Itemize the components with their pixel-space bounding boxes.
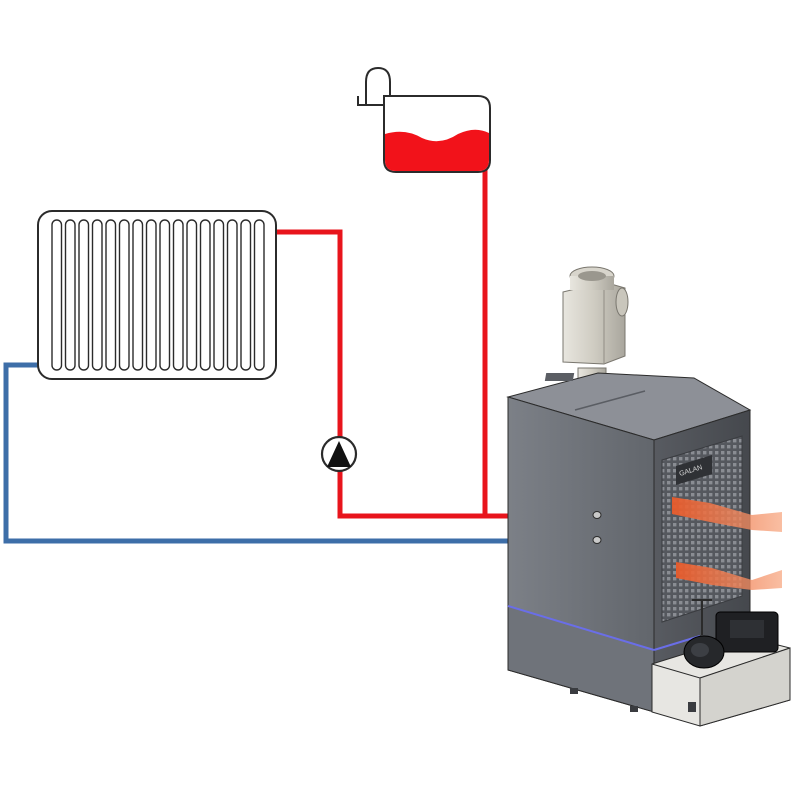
circulation-pump bbox=[320, 435, 358, 473]
radiator-fin bbox=[91, 219, 103, 371]
radiator-fin bbox=[226, 219, 238, 371]
radiator-fin bbox=[118, 219, 130, 371]
return-pipe bbox=[3, 362, 596, 544]
radiator-fin bbox=[172, 219, 184, 371]
radiator-fin bbox=[159, 219, 171, 371]
pump-icon bbox=[327, 441, 351, 467]
radiator bbox=[37, 210, 277, 380]
radiator-fin bbox=[105, 219, 117, 371]
radiator-fins bbox=[51, 219, 265, 371]
return-connector bbox=[592, 536, 602, 544]
heat-output-arrow-lower bbox=[676, 562, 782, 590]
radiator-fin bbox=[240, 219, 252, 371]
radiator-fin bbox=[199, 219, 211, 371]
boiler: GALAN bbox=[506, 266, 791, 727]
radiator-fin bbox=[253, 219, 265, 371]
radiator-fin bbox=[186, 219, 198, 371]
radiator-fin bbox=[132, 219, 144, 371]
radiator-fin bbox=[51, 219, 63, 371]
radiator-fin bbox=[145, 219, 157, 371]
expansion-tank bbox=[357, 66, 491, 173]
radiator-fin bbox=[213, 219, 225, 371]
supply-connector bbox=[592, 511, 602, 519]
tank-water bbox=[385, 129, 489, 171]
heat-output-arrow-upper bbox=[672, 497, 782, 532]
radiator-fin bbox=[64, 219, 76, 371]
burner-unit bbox=[651, 599, 791, 727]
radiator-fin bbox=[78, 219, 90, 371]
supply-pipe bbox=[276, 229, 596, 519]
brand-plate bbox=[676, 455, 712, 485]
